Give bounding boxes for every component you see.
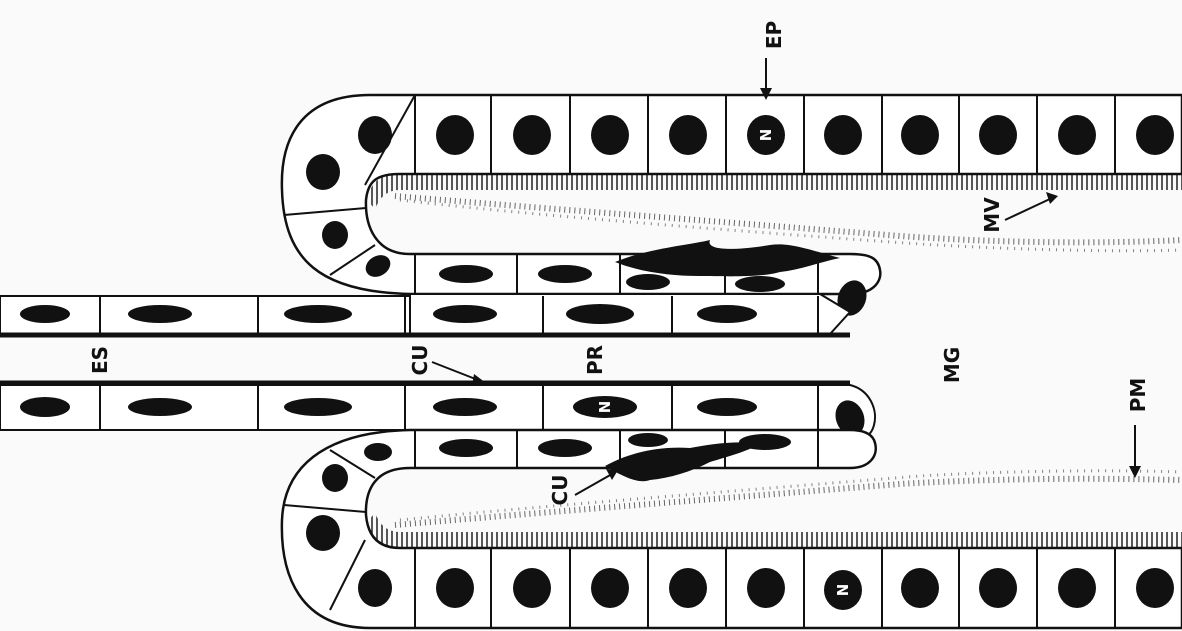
nucleus-label-middle: N: [596, 401, 614, 414]
nucleus-label-bottom: N: [834, 584, 852, 597]
label-pm: PM: [1126, 378, 1150, 413]
lower-midgut-wall: [282, 430, 1182, 628]
lower-peritrophic-membrane: [395, 479, 1182, 525]
label-cu-top: CU: [408, 345, 432, 376]
label-mv: MV: [980, 197, 1004, 233]
label-ep: EP: [762, 21, 786, 49]
upper-peritrophic-membrane: [395, 196, 1182, 242]
nucleus-label-top: N: [757, 129, 775, 142]
label-cu-bottom: CU: [548, 475, 572, 506]
label-pr: PR: [583, 345, 607, 375]
label-mg: MG: [940, 347, 964, 383]
label-es: ES: [88, 346, 112, 374]
